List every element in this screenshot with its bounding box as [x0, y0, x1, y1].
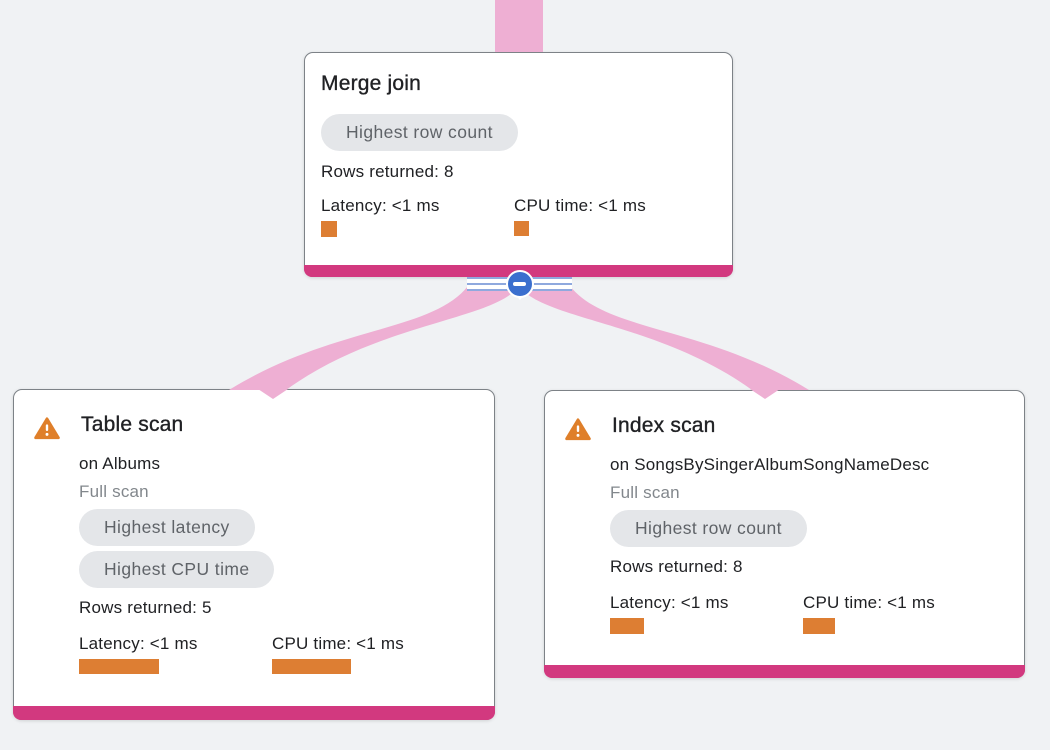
scan-type: Full scan	[79, 482, 149, 501]
scan-target: on SongsBySingerAlbumSongNameDesc	[610, 455, 930, 474]
cpu-time-bar	[803, 618, 835, 634]
node-title: Index scan	[612, 414, 716, 437]
latency-value: Latency: <1 ms	[321, 196, 440, 215]
rows-returned-value: Rows returned: 5	[79, 598, 212, 617]
node-title: Table scan	[81, 413, 184, 436]
edge-merge-join-to-table-scan	[229, 286, 519, 390]
collapse-control	[467, 270, 572, 301]
collapse-node-button[interactable]	[505, 270, 534, 298]
rows-returned-value: Rows returned: 8	[610, 557, 743, 576]
cpu-time-value: CPU time: <1 ms	[514, 196, 646, 215]
plan-node-index-scan[interactable]: Index scan on SongsBySingerAlbumSongName…	[544, 390, 1025, 678]
collapse-minus-icon	[513, 282, 526, 286]
edge-input-to-merge-join	[495, 0, 543, 52]
scan-type: Full scan	[610, 483, 680, 502]
cpu-time-value: CPU time: <1 ms	[272, 634, 404, 653]
node-accent-bar	[544, 665, 1025, 678]
latency-bar	[79, 659, 159, 674]
latency-value: Latency: <1 ms	[610, 593, 729, 612]
scan-target: on Albums	[79, 454, 161, 473]
insight-badge-highest-cpu-time: Highest CPU time	[79, 551, 275, 588]
latency-bar	[321, 221, 337, 237]
cpu-time-bar	[272, 659, 351, 674]
rows-returned-value: Rows returned: 8	[321, 162, 454, 181]
cpu-time-value: CPU time: <1 ms	[803, 593, 935, 612]
latency-bar	[610, 618, 644, 634]
edge-merge-join-to-index-scan	[519, 286, 809, 390]
node-title: Merge join	[321, 72, 422, 95]
warning-triangle-icon	[565, 418, 591, 441]
plan-node-merge-join[interactable]: Merge join Highest row count Rows return…	[304, 52, 733, 277]
insight-badge-highest-row-count: Highest row count	[610, 510, 807, 547]
latency-value: Latency: <1 ms	[79, 634, 198, 653]
plan-node-table-scan[interactable]: Table scan on Albums Full scan Highest l…	[13, 389, 495, 720]
node-accent-bar	[13, 706, 495, 720]
insight-badge-highest-row-count: Highest row count	[321, 114, 518, 151]
warning-triangle-icon	[34, 417, 60, 440]
cpu-time-bar	[514, 221, 529, 236]
insight-badge-highest-latency: Highest latency	[79, 509, 255, 546]
